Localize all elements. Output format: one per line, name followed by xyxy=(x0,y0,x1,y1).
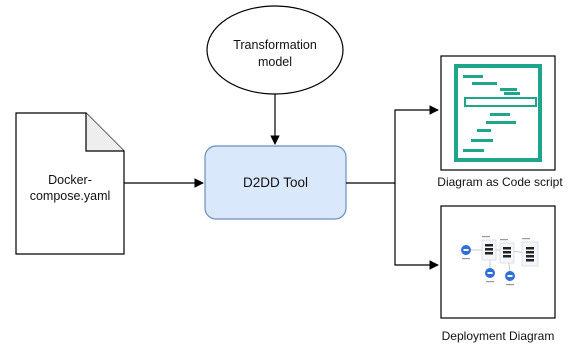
arrow-tool-to-code xyxy=(346,105,439,184)
deployment-diagram-node: Deployment Diagram xyxy=(440,205,556,343)
docker-compose-label-1: Docker- xyxy=(48,173,92,187)
folded-corner-icon xyxy=(85,113,124,152)
deployment-diagram-thumbnail-icon xyxy=(461,236,539,286)
transformation-model-node: Transformation model xyxy=(206,5,344,95)
docker-compose-document: Docker- compose.yaml xyxy=(15,112,125,255)
connectors xyxy=(124,94,439,270)
d2dd-tool-label: D2DD Tool xyxy=(243,175,308,190)
diagram-as-code-node: Diagram as Code script xyxy=(437,55,563,189)
transformation-model-label-2: model xyxy=(258,55,292,69)
diagram-as-code-label: Diagram as Code script xyxy=(437,175,563,189)
transformation-model-label-1: Transformation xyxy=(233,38,317,52)
code-script-icon xyxy=(454,64,542,162)
d2dd-tool-node: D2DD Tool xyxy=(204,145,347,220)
arrow-tool-to-deployment xyxy=(394,183,439,270)
deployment-diagram-label: Deployment Diagram xyxy=(442,329,555,343)
docker-compose-label-2: compose.yaml xyxy=(30,189,111,203)
